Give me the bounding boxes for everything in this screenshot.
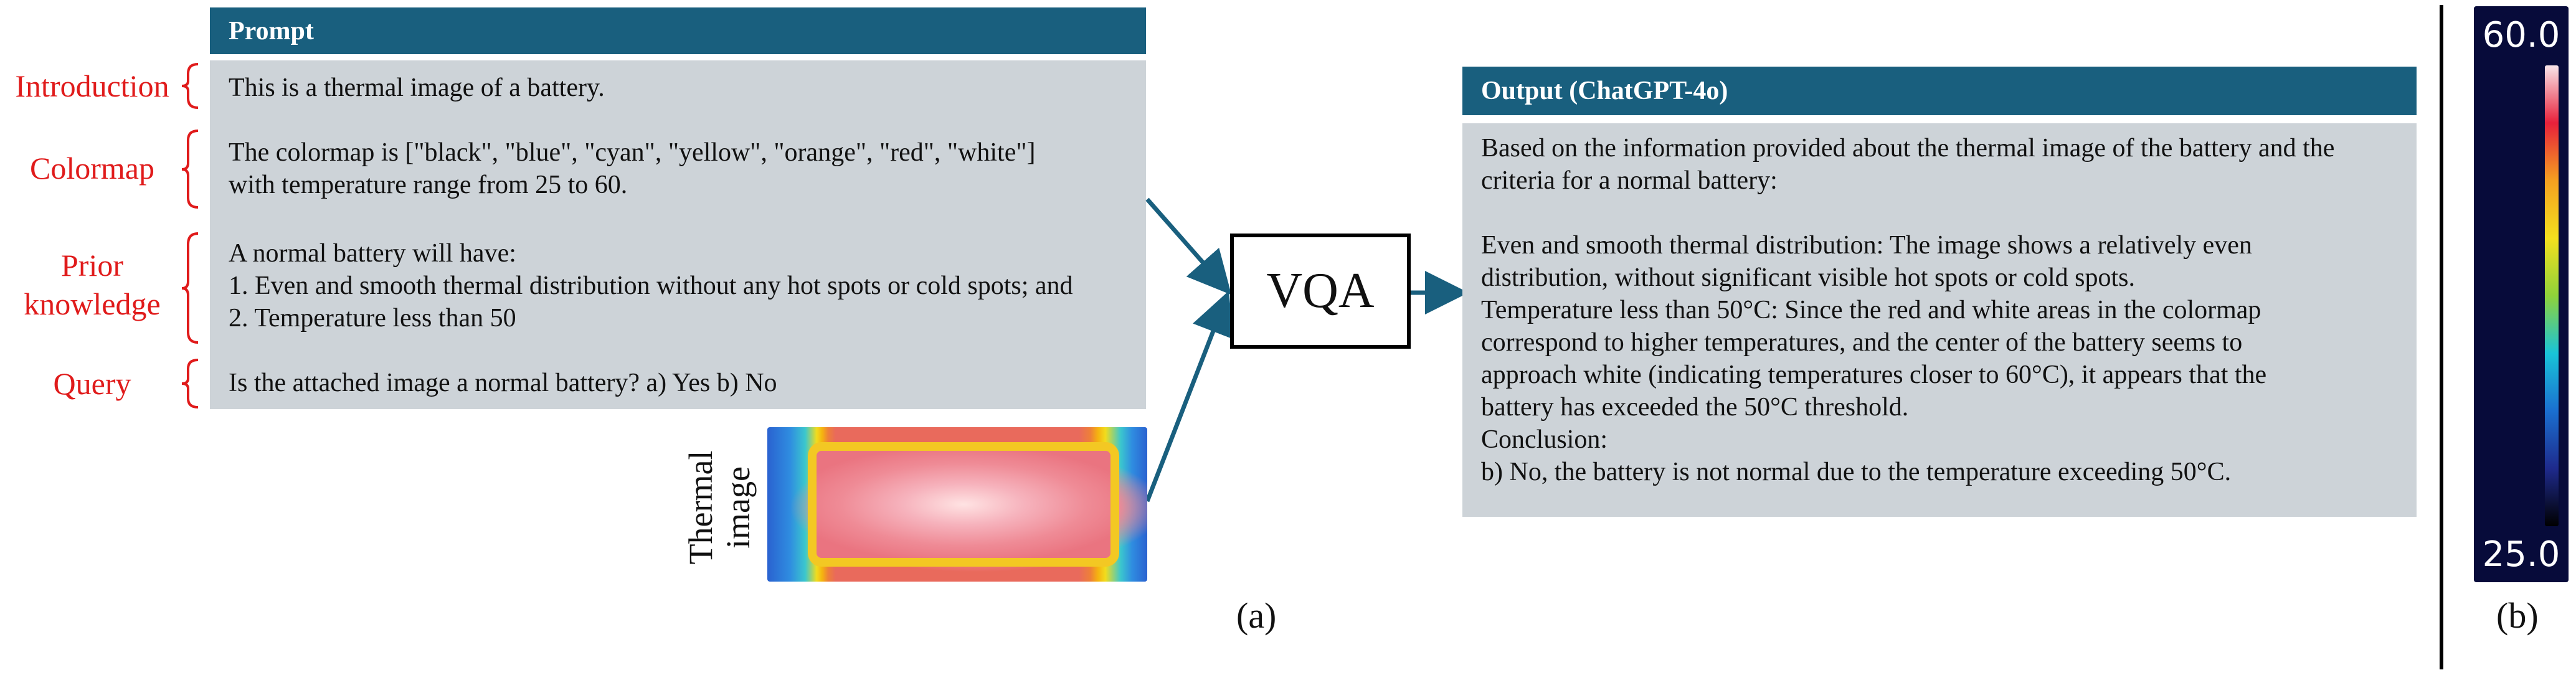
output-line: correspond to higher temperatures, and t… <box>1481 328 2243 357</box>
prompt-header: Prompt <box>210 7 1146 54</box>
colormap-text-line1: The colormap is ["black", "blue", "cyan"… <box>229 138 1036 167</box>
arrow-image-to-vqa <box>1145 290 1234 503</box>
output-line: Based on the information provided about … <box>1481 134 2335 163</box>
vqa-box: VQA <box>1230 234 1411 349</box>
output-line: Conclusion: <box>1481 425 1608 454</box>
vqa-label: VQA <box>1266 263 1375 318</box>
output-line: Temperature less than 50°C: Since the re… <box>1481 296 2261 324</box>
colormap-label: Colormap <box>30 151 154 186</box>
output-body: Based on the information provided about … <box>1462 123 2417 517</box>
brace-introduction <box>181 63 199 109</box>
caption-a: (a) <box>1236 595 1277 636</box>
colorbar-gradient <box>2545 65 2559 526</box>
output-header: Output (ChatGPT-4o) <box>1462 67 2417 115</box>
thermal-battery-image <box>767 427 1147 582</box>
colormap-text-line2: with temperature range from 25 to 60. <box>229 171 628 199</box>
prompt-body: This is a thermal image of a battery. Th… <box>210 60 1146 409</box>
query-text: Is the attached image a normal battery? … <box>229 369 777 397</box>
battery-body <box>808 442 1119 567</box>
colorbar-max-label: 60.0 <box>2482 15 2560 55</box>
braces <box>181 63 199 408</box>
thermal-image-label: Thermal image <box>676 442 763 573</box>
introduction-label: Introduction <box>15 68 169 103</box>
introduction-text: This is a thermal image of a battery. <box>229 73 605 102</box>
colorbar-panel: 60.0 25.0 <box>2474 6 2569 582</box>
brace-prior <box>181 232 199 344</box>
output-line: battery has exceeded the 50°C threshold. <box>1481 393 1909 422</box>
prior-knowledge-label-line2: knowledge <box>24 286 161 321</box>
prior-knowledge-label-line1: Prior <box>61 248 123 283</box>
brace-colormap <box>181 130 199 209</box>
thermal-label-line2: image <box>719 466 757 549</box>
prior-text-line2: 1. Even and smooth thermal distribution … <box>229 271 1073 300</box>
caption-b: (b) <box>2496 595 2539 636</box>
arrow-prompt-to-vqa <box>1145 197 1232 295</box>
prior-text-line1: A normal battery will have: <box>229 239 516 268</box>
query-label: Query <box>53 366 131 401</box>
output-line: approach white (indicating temperatures … <box>1481 361 2267 389</box>
thermal-label-line1: Thermal <box>682 450 719 565</box>
output-line: distribution, without significant visibl… <box>1481 263 2135 292</box>
output-line: criteria for a normal battery: <box>1481 166 1778 195</box>
colorbar-min-label: 25.0 <box>2482 534 2560 575</box>
prompt-header-label: Prompt <box>229 16 314 45</box>
flow-arrows <box>1145 197 1469 503</box>
output-header-label: Output (ChatGPT-4o) <box>1481 77 1728 105</box>
prior-text-line3: 2. Temperature less than 50 <box>229 304 516 333</box>
output-line: Even and smooth thermal distribution: Th… <box>1481 231 2252 260</box>
output-line: b) No, the battery is not normal due to … <box>1481 458 2232 486</box>
brace-query <box>181 359 199 408</box>
